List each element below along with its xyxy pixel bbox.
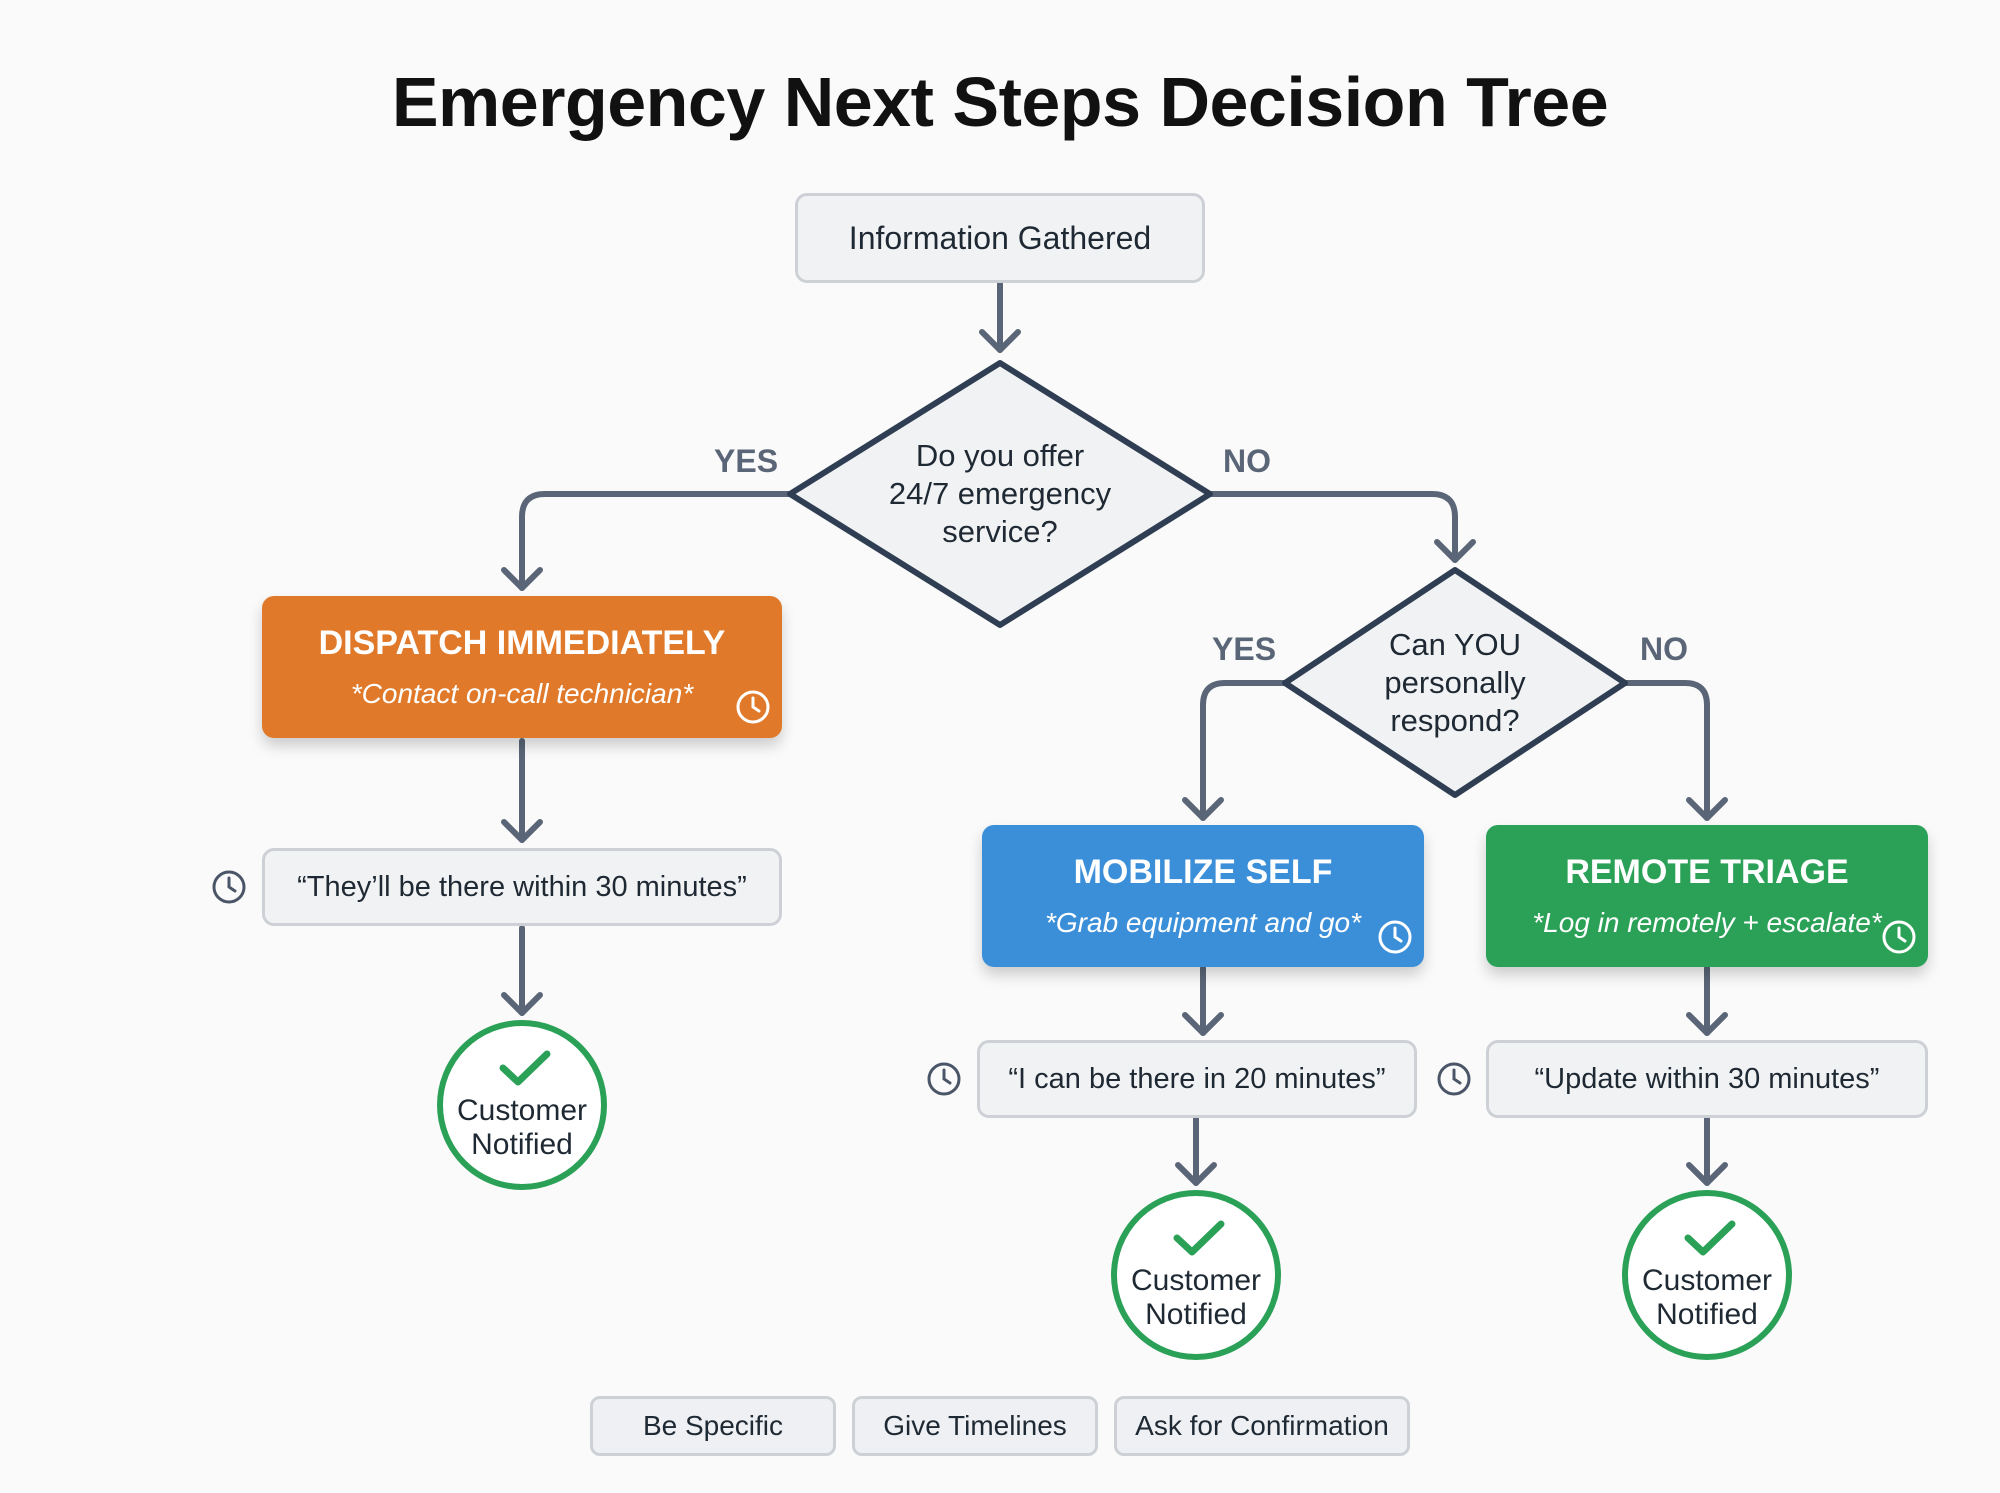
outcome-line: Customer — [456, 1094, 588, 1127]
checkmark-icon — [1684, 1220, 1736, 1256]
action-subtitle: *Contact on-call technician* — [350, 678, 694, 709]
decision-line: respond? — [1390, 703, 1520, 738]
connector-yes-dispatch — [519, 491, 793, 591]
page-title: Emergency Next Steps Decision Tree — [391, 63, 1609, 141]
mobilize-self-box: MOBILIZE SELF *Grab equipment and go* — [982, 825, 1424, 967]
customer-notified-outcome: Customer Notified — [1622, 1190, 1792, 1360]
arrowhead — [1182, 797, 1224, 821]
outcome-line: Notified — [1145, 1298, 1247, 1331]
clock-icon — [1378, 920, 1412, 954]
outcome-line: Customer — [1641, 1264, 1773, 1297]
arrowhead — [501, 819, 543, 843]
arrowhead — [1686, 797, 1728, 821]
tip-ask-for-confirmation: Ask for Confirmation — [1114, 1396, 1410, 1456]
decision-diamond-2 — [1282, 567, 1628, 798]
arrowhead — [1175, 1162, 1217, 1186]
tip-be-specific: Be Specific — [590, 1396, 836, 1456]
checkmark-icon — [1173, 1220, 1225, 1256]
arrowhead — [1434, 539, 1476, 563]
tip-give-timelines: Give Timelines — [852, 1396, 1098, 1456]
arrowhead — [1182, 1012, 1224, 1036]
yes-label: YES — [714, 443, 779, 479]
dispatch-immediately-box: DISPATCH IMMEDIATELY *Contact on-call te… — [262, 596, 782, 738]
connector-no-remote — [1622, 680, 1710, 821]
decision-line: Can YOU — [1388, 627, 1522, 662]
action-subtitle: *Grab equipment and go* — [1045, 907, 1361, 938]
action-subtitle: *Log in remotely + escalate* — [1532, 907, 1882, 938]
action-title: DISPATCH IMMEDIATELY — [318, 624, 726, 662]
decision-diamond-1 — [787, 360, 1213, 628]
clock-icon — [1437, 1062, 1471, 1096]
decision-line: personally — [1384, 665, 1526, 700]
decision-question-1: Do you offer 24/7 emergency service? — [850, 434, 1150, 554]
outcome-line: Notified — [471, 1128, 573, 1161]
start-node: Information Gathered — [795, 193, 1205, 283]
yes-label: YES — [1212, 631, 1277, 667]
decision-line: Do you offer — [915, 438, 1085, 473]
decision-question-2: Can YOU personally respond? — [1330, 623, 1580, 743]
quote-box: “Update within 30 minutes” — [1486, 1040, 1928, 1118]
outcome-line: Notified — [1656, 1298, 1758, 1331]
quote-box: “They’ll be there within 30 minutes” — [262, 848, 782, 926]
arrowhead — [501, 992, 543, 1016]
no-label: NO — [1223, 443, 1271, 479]
decision-line: 24/7 emergency — [888, 476, 1112, 511]
no-label: NO — [1640, 631, 1688, 667]
connector-yes-mobilize — [1200, 680, 1288, 821]
arrowhead — [1686, 1162, 1728, 1186]
remote-triage-box: REMOTE TRIAGE *Log in remotely + escalat… — [1486, 825, 1928, 967]
clock-icon — [212, 870, 246, 904]
clock-icon — [927, 1062, 961, 1096]
checkmark-icon — [499, 1050, 551, 1086]
clock-icon — [1882, 920, 1916, 954]
arrowhead — [1686, 1012, 1728, 1036]
clock-icon — [736, 690, 770, 724]
action-title: REMOTE TRIAGE — [1565, 853, 1849, 891]
arrowhead — [979, 329, 1021, 353]
decision-line: service? — [942, 514, 1058, 549]
connector-no-decision2 — [1207, 491, 1458, 563]
outcome-line: Customer — [1130, 1264, 1262, 1297]
quote-box: “I can be there in 20 minutes” — [977, 1040, 1417, 1118]
arrowhead — [501, 567, 543, 591]
action-title: MOBILIZE SELF — [1073, 853, 1333, 891]
customer-notified-outcome: Customer Notified — [1111, 1190, 1281, 1360]
customer-notified-outcome: Customer Notified — [437, 1020, 607, 1190]
